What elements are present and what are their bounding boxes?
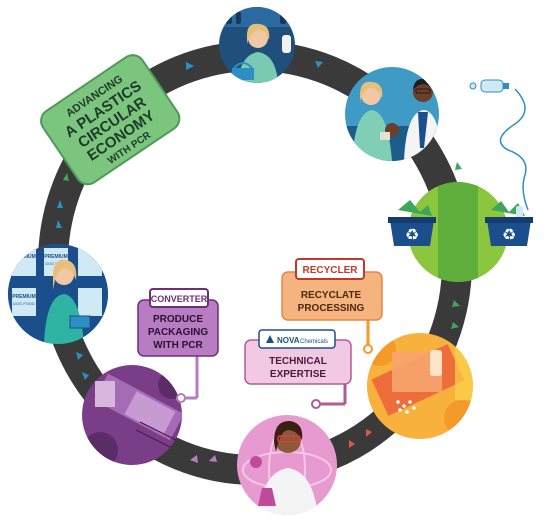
nova-line-1: TECHNICAL: [269, 356, 327, 367]
direction-arrow-icon: [315, 61, 323, 68]
direction-arrow-icon: [452, 300, 460, 307]
shelf-label-premium: PREMIUM: [12, 254, 36, 260]
direction-arrow-icon: [190, 455, 198, 463]
recycler-line-2: PROCESSING: [298, 303, 365, 314]
direction-arrow-icon: [82, 372, 89, 380]
direction-arrow-icon: [451, 322, 459, 329]
recycle-icon: ♻: [502, 225, 516, 244]
direction-arrows: [56, 61, 463, 463]
direction-arrow-icon: [76, 352, 83, 360]
nova-logo-light: Chemicals: [300, 339, 328, 345]
recycler-box: RECYCLER RECYCLATE PROCESSING: [281, 258, 383, 354]
direction-arrow-icon: [349, 440, 355, 448]
converter-line-1: PRODUCE: [153, 314, 203, 325]
shelf-label-dog-food: DOG FOOD: [13, 301, 35, 306]
direction-arrow-icon: [366, 429, 372, 437]
recycle-icon: ♻: [405, 225, 419, 244]
nova-line-2: EXPERTISE: [270, 369, 326, 380]
recycling-bins-illustration: ♻ ♻: [388, 182, 533, 282]
direction-arrow-icon: [56, 220, 62, 228]
converter-line-2: PACKAGING: [148, 327, 209, 338]
converter-box: CONVERTER PRODUCE PACKAGING WITH PCR: [137, 288, 219, 403]
nova-logo-bold: NOVA: [277, 336, 300, 345]
nova-chemicals-box: NOVA Chemicals TECHNICAL EXPERTISE: [244, 329, 352, 409]
converter-line-3: WITH PCR: [153, 340, 203, 351]
couple-illustration: [345, 67, 439, 161]
shopper-illustration: [219, 7, 295, 83]
nova-logo-icon: [266, 335, 274, 343]
direction-arrow-icon: [57, 200, 63, 208]
direction-arrow-icon: [186, 62, 194, 70]
shelf-label-premium: PREMIUM: [12, 294, 36, 300]
recycler-tag: RECYCLER: [302, 265, 358, 276]
recycle-bin-right: ♻: [485, 201, 533, 246]
direction-arrow-icon: [455, 162, 462, 170]
converter-tag: CONVERTER: [151, 294, 208, 304]
recycler-line-1: RECYCLATE: [301, 290, 362, 301]
shelf-label-premium: PREMIUM: [44, 254, 68, 260]
recycle-bin-left: ♻: [388, 200, 436, 246]
supermarket-illustration: PREMIUM PREMIUM DOG FOOD PREMIUM DOG FOO…: [8, 244, 108, 344]
direction-arrow-icon: [63, 173, 69, 181]
scientist-illustration: [237, 415, 337, 515]
bottle-icon: [469, 79, 529, 211]
direction-arrow-icon: [209, 455, 217, 462]
